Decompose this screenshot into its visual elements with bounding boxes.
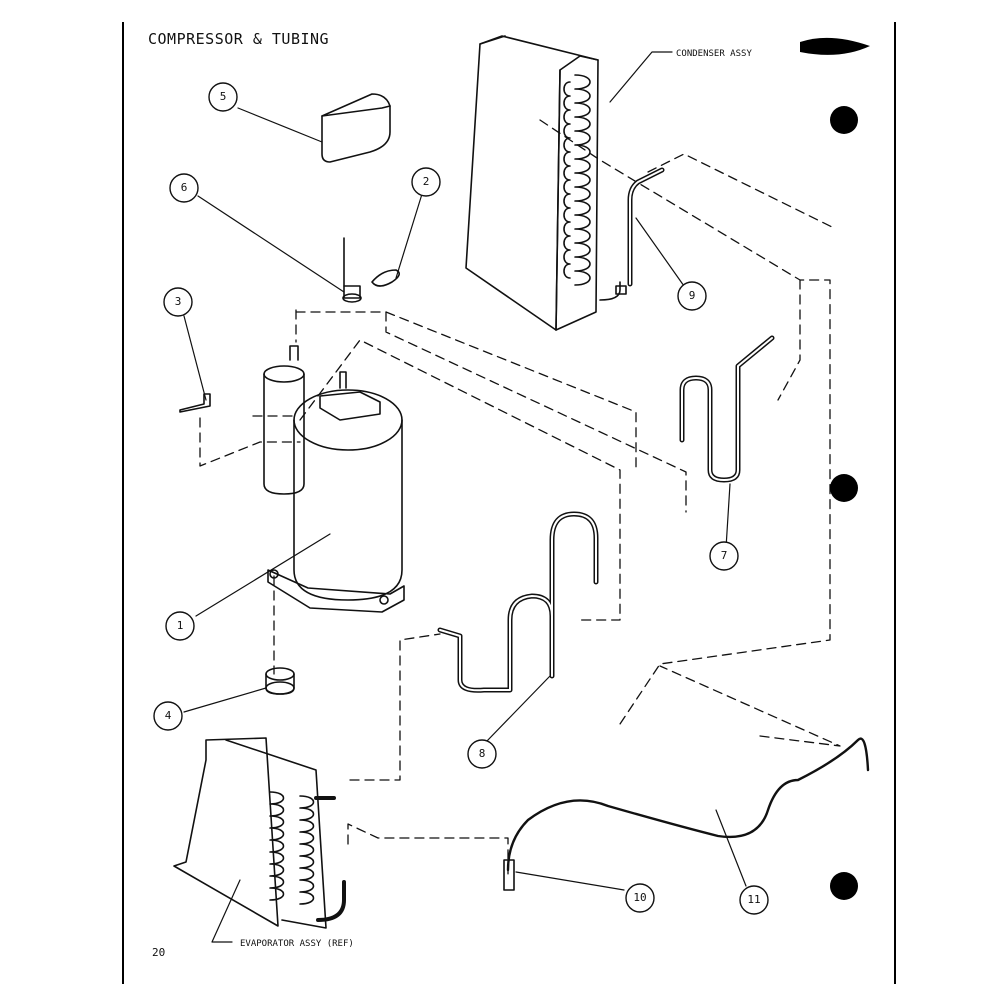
strainer-10 — [503, 859, 515, 891]
callout-11: 11 — [747, 893, 760, 906]
callout-2: 2 — [423, 175, 430, 188]
callout-9: 9 — [689, 289, 696, 302]
callout-7: 7 — [721, 549, 728, 562]
callout-8: 8 — [479, 747, 486, 760]
callout-1: 1 — [177, 619, 184, 632]
registration-dots — [800, 37, 870, 900]
overload-6 — [342, 237, 362, 303]
evaporator-assembly — [173, 737, 346, 943]
callout-5: 5 — [220, 90, 227, 103]
suction-tube-8 — [437, 511, 599, 693]
discharge-tube-7 — [679, 335, 775, 483]
callout-3: 3 — [175, 295, 182, 308]
condenser-assembly — [465, 35, 673, 331]
cover-5 — [321, 93, 391, 163]
condenser-tube-9 — [627, 167, 665, 287]
callout-4: 4 — [165, 709, 172, 722]
callout-10: 10 — [633, 891, 646, 904]
diagram-title: COMPRESSOR & TUBING — [148, 30, 330, 48]
compressor — [263, 345, 405, 613]
callout-6: 6 — [181, 181, 188, 194]
capillary-tube-11 — [506, 737, 870, 872]
page-number: 20 — [152, 946, 166, 959]
evaporator-label: EVAPORATOR ASSY (REF) — [240, 939, 354, 949]
condenser-label: CONDENSER ASSY — [676, 49, 752, 59]
callout-circles — [153, 82, 769, 915]
assembly-lines — [199, 119, 841, 879]
grommet-4 — [265, 667, 295, 695]
diagram-sheet — [122, 22, 896, 984]
redaction-mark — [800, 37, 870, 55]
callout-leaders — [183, 107, 747, 891]
gasket-2 — [371, 269, 400, 287]
